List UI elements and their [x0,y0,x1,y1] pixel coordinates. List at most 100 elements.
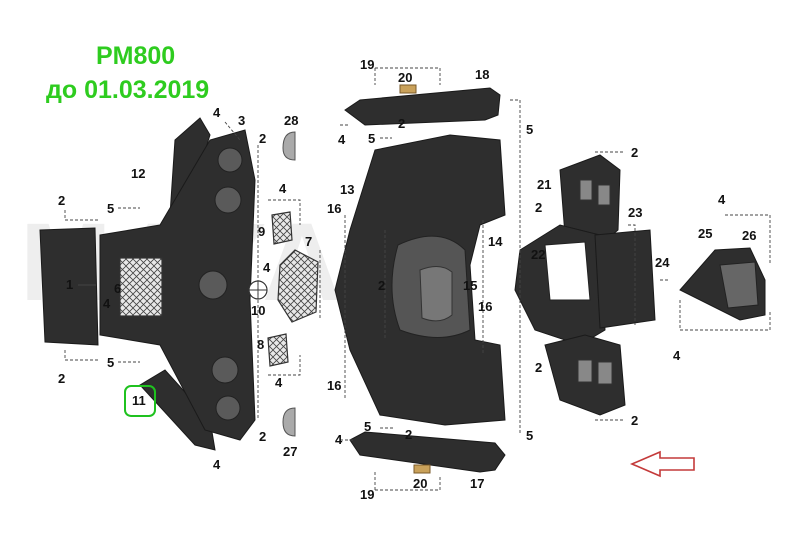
direction-arrow-icon [629,450,695,478]
callout-4: 4 [275,375,283,390]
callout-21: 21 [537,177,551,192]
callout-19: 19 [360,487,374,502]
center-emblem-ring [198,270,228,300]
part-21-slot-2 [597,184,611,206]
callout-16: 16 [327,378,341,393]
lower-light-ring-2 [215,395,241,421]
callout-10: 10 [251,303,265,318]
callout-5: 5 [368,131,375,146]
callout-2: 2 [631,145,638,160]
date-note: до 01.03.2019 [46,76,210,104]
callout-28: 28 [284,113,298,128]
callout-2: 2 [259,429,266,444]
leader-4b [268,199,301,225]
callout-16: 16 [478,299,492,314]
leader-19a [375,67,441,85]
callout-6: 6 [114,281,121,296]
callout-2: 2 [398,116,405,131]
callout-23: 23 [628,205,642,220]
callout-4: 4 [673,348,681,363]
part-26-inner-cover [719,261,759,309]
callout-4: 4 [213,105,221,120]
leader-4i [679,300,771,331]
leader-4h [725,214,771,265]
dash-panel-assembly [514,154,766,416]
callout-26: 26 [742,228,756,243]
leader-2b [64,350,100,361]
callout-24: 24 [655,255,670,270]
callout-4: 4 [335,432,343,447]
callout-27: 27 [283,444,297,459]
callout-11: 11 [132,393,146,408]
part-22-opening [544,241,591,301]
callout-20: 20 [413,476,427,491]
callout-2: 2 [631,413,638,428]
part-20-pad-upper [399,84,417,94]
leader-5-right [510,99,521,435]
callout-2: 2 [259,131,266,146]
callout-1: 1 [66,277,73,292]
callout-2: 2 [58,371,65,386]
callout-16: 16 [327,201,341,216]
callout-25: 25 [698,226,712,241]
model-title: PM800 [96,42,176,70]
part-21-slot-1 [579,179,593,201]
leader-19b [375,475,441,491]
part-1-front-plate [39,227,99,346]
leader-3 [224,121,241,141]
callout-4: 4 [718,192,726,207]
part-8-small-mesh [267,333,289,367]
fender-inner-recess [419,266,453,322]
callout-22: 22 [531,247,545,262]
callout-5: 5 [107,201,114,216]
callout-18: 18 [475,67,489,82]
callout-7: 7 [305,234,312,249]
callout-5: 5 [107,355,114,370]
upper-light-ring-2 [214,186,242,214]
callout-13: 13 [340,182,354,197]
front-fender-assembly [334,84,506,474]
part-18-upper-strip [344,87,501,126]
callout-2: 2 [535,360,542,375]
part-6-grille-mesh [119,257,163,317]
callout-19: 19 [360,57,374,72]
callout-2: 2 [378,278,385,293]
lower-panel-slot-2 [597,361,613,385]
part-20-pad-lower [413,464,431,474]
callout-15: 15 [463,278,477,293]
callout-4: 4 [263,260,271,275]
callout-20: 20 [398,70,412,85]
lower-panel-slot-1 [577,359,593,383]
upper-light-ring-1 [217,147,243,173]
callout-14: 14 [488,234,503,249]
callout-17: 17 [470,476,484,491]
callout-8: 8 [257,337,264,352]
callout-4: 4 [103,296,111,311]
callout-2: 2 [405,427,412,442]
leader-4e [268,355,301,376]
lower-light-ring-1 [211,356,239,384]
callout-9: 9 [258,224,265,239]
callout-4: 4 [279,181,287,196]
callout-2: 2 [535,200,542,215]
part-9-small-mesh [271,211,293,245]
callout-3: 3 [238,113,245,128]
callout-5: 5 [526,428,533,443]
part-28-cap [282,131,296,161]
leader-23 [628,224,636,325]
callout-2: 2 [58,193,65,208]
part-11-lower-arm [139,369,216,451]
leader-lines [64,67,771,491]
part-23-vent-panel [594,229,656,329]
callout-12: 12 [131,166,145,181]
part-27-cap [282,407,296,437]
callout-labels: 2 1 2 5 4 5 6 12 11 4 4 3 2 2 28 27 4 9 … [58,57,756,502]
callout-5: 5 [526,122,533,137]
front-grille-assembly [39,117,319,451]
callout-4: 4 [213,457,221,472]
leader-2a [64,210,100,221]
part-17-lower-strip [349,431,506,473]
callout-4: 4 [338,132,346,147]
